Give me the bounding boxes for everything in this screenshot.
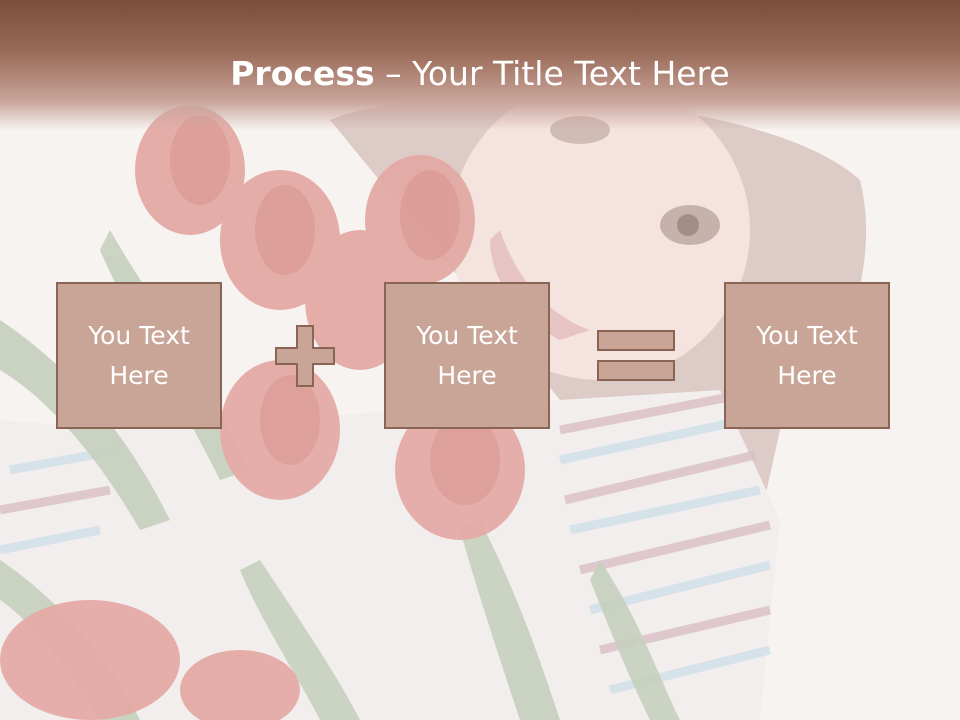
process-box-2-text: You Text Here [416, 320, 518, 390]
process-box-3: You Text Here [724, 282, 890, 429]
process-box-1-text: You Text Here [88, 320, 190, 390]
plus-icon [275, 325, 335, 387]
slide-title: Process – Your Title Text Here [0, 52, 960, 96]
process-box-2: You Text Here [384, 282, 550, 429]
process-box-3-text: You Text Here [756, 320, 858, 390]
title-rest: – Your Title Text Here [374, 54, 730, 93]
title-bar: Process – Your Title Text Here [0, 0, 960, 130]
equals-icon [597, 330, 675, 381]
process-box-1: You Text Here [56, 282, 222, 429]
title-bold: Process [230, 54, 375, 93]
